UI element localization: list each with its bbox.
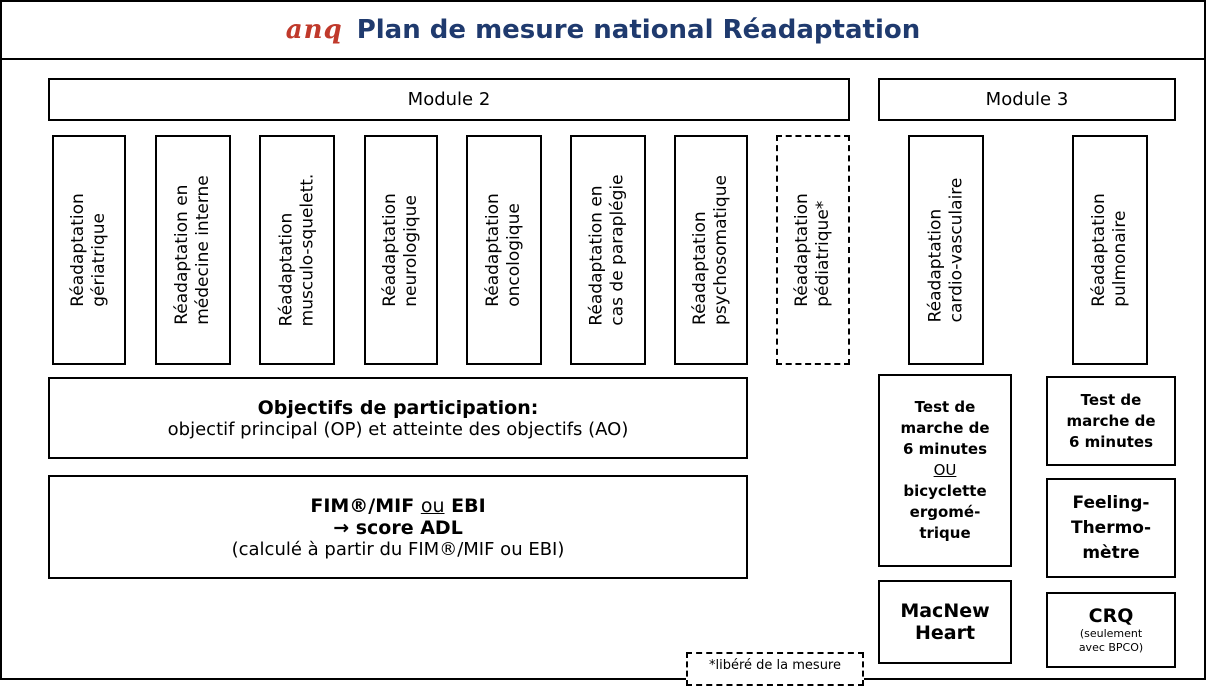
- feeling-thermometer-box: Feeling- Thermo- mètre: [1046, 478, 1176, 578]
- header: anq Plan de mesure national Réadaptation: [2, 2, 1204, 60]
- rehab-label-line1: Réadaptation: [380, 193, 401, 307]
- test-line: Test de: [1080, 390, 1142, 409]
- objectives-title: Objectifs de participation:: [257, 396, 539, 419]
- rehab-label-line1: Réadaptation: [925, 208, 946, 323]
- module-3-label: Module 3: [985, 89, 1069, 110]
- rehab-label-line2: oncologique: [504, 203, 525, 307]
- cardio-walk-test-box: Test de marche de 6 minutes OU bicyclett…: [878, 374, 1012, 567]
- rehab-label-line1: Réadaptation: [792, 193, 813, 307]
- adl-score: → score ADL: [333, 516, 463, 539]
- objectives-box: Objectifs de participation: objectif pri…: [48, 377, 748, 459]
- test-line: MacNew: [900, 600, 990, 622]
- footnote-text: *libéré de la mesure: [709, 658, 841, 673]
- rehab-label-line2: pédiatrique*: [813, 200, 834, 307]
- test-line: trique: [919, 524, 971, 542]
- rehab-label-line2: pulmonaire: [1110, 210, 1131, 307]
- test-line: marche de: [900, 419, 990, 437]
- test-line: Test de: [914, 398, 976, 416]
- crq-note: avec BPCO): [1078, 641, 1144, 654]
- macnew-heart-box: MacNew Heart: [878, 580, 1012, 664]
- test-line: Feeling-: [1072, 492, 1150, 513]
- rehab-label-line2: médecine interne: [193, 175, 213, 325]
- fim-or: ou: [420, 494, 445, 517]
- objectives-subtitle: objectif principal (OP) et atteinte des …: [167, 418, 629, 440]
- ebi-label: EBI: [451, 494, 486, 517]
- rehab-label-line1: Réadaptation: [276, 212, 296, 327]
- module-2-box: Module 2: [48, 78, 850, 121]
- crq-box: CRQ (seulement avec BPCO): [1046, 592, 1176, 668]
- test-line: Thermo-: [1070, 517, 1152, 538]
- rehab-label-line2: cas de paraplégie: [608, 174, 628, 326]
- rehab-label-line1: Réadaptation: [68, 193, 89, 307]
- fim-note: (calculé à partir du FIM®/MIF ou EBI): [231, 538, 565, 560]
- test-line: marche de: [1066, 411, 1156, 430]
- page-title: Plan de mesure national Réadaptation: [356, 15, 921, 45]
- test-line: ergomé-: [909, 503, 981, 521]
- test-line: 6 minutes: [1068, 432, 1154, 451]
- module-2-label: Module 2: [407, 89, 491, 110]
- test-line: bicyclette: [903, 482, 987, 500]
- rehab-label-line1: Réadaptation en: [172, 184, 192, 325]
- fim-label: FIM®/MIF: [310, 494, 415, 517]
- crq-note: (seulement: [1079, 627, 1143, 640]
- pulmo-walk-test-box: Test de marche de 6 minutes: [1046, 376, 1176, 466]
- test-line: 6 minutes: [902, 440, 988, 458]
- fim-box: FIM®/MIF ou EBI → score ADL (calculé à p…: [48, 475, 748, 579]
- rehab-label-line1: Réadaptation: [483, 193, 504, 307]
- rehab-label-line2: cardio-vasculaire: [946, 177, 967, 323]
- test-line: mètre: [1082, 542, 1140, 563]
- crq-label: CRQ: [1088, 605, 1134, 627]
- rehab-label-line1: Réadaptation: [1089, 193, 1110, 307]
- rehab-label-line2: psychosomatique: [711, 175, 732, 325]
- rehab-label-line2: gériatrique: [89, 212, 110, 307]
- footnote-box: *libéré de la mesure: [686, 652, 864, 686]
- rehab-label-line2: musculo-squelett.: [297, 173, 317, 327]
- rehab-label-line1: Réadaptation en: [587, 185, 607, 326]
- or-label: OU: [933, 461, 957, 479]
- anq-logo: anq: [285, 15, 343, 45]
- test-line: Heart: [914, 622, 976, 644]
- rehab-label-line1: Réadaptation: [690, 211, 711, 325]
- module-3-box: Module 3: [878, 78, 1176, 121]
- rehab-label-line2: neurologique: [401, 195, 422, 307]
- fim-line1: FIM®/MIF ou EBI: [310, 495, 485, 517]
